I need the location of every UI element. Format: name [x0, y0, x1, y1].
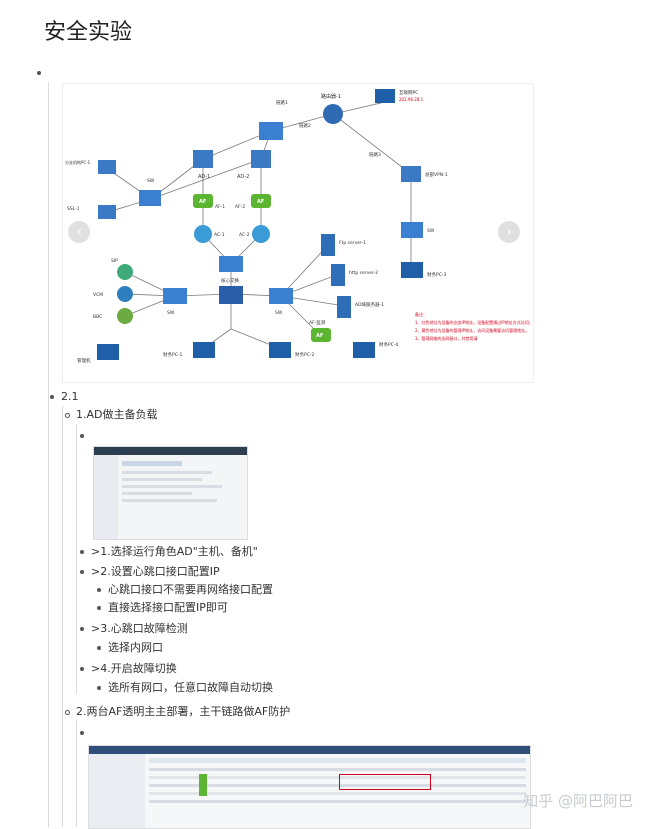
ad1-icon [193, 150, 213, 168]
router-label: 路由器-1 [321, 93, 341, 100]
list-item: 选择内网口 [97, 641, 163, 654]
carousel-next-button[interactable]: › [498, 221, 520, 243]
sw-label-3: SW [275, 310, 283, 316]
pc2-icon [269, 342, 291, 358]
ad-settings-screenshot [93, 446, 248, 540]
core-label: 核心交换 [221, 277, 239, 284]
list-item: >4.开启故障切换 [80, 662, 177, 675]
mgmt-pc-label: 管理机 [77, 357, 91, 364]
list-item: 2.两台AF透明主主部署，主干链路做AF防护 [64, 705, 291, 718]
sw-label-2: SW [167, 310, 175, 316]
ad-server-label: AD域服务器-1 [355, 301, 384, 308]
ssl-icon [98, 205, 116, 219]
pc4-icon [353, 342, 375, 358]
link1-label: 链路1 [276, 99, 288, 106]
left-switch-icon [139, 190, 161, 206]
note-line-1: 1、红色地址为设备的业务IP地址，设备配置通过IP地址方式访问； [415, 319, 533, 325]
mgmt-pc-icon [97, 344, 119, 360]
list-item: 直接选择接口配置IP即可 [97, 601, 228, 614]
branch-vpn-icon [98, 160, 116, 174]
internet-pc-label: 互联网PC [399, 89, 418, 96]
outline-guide [76, 424, 77, 694]
af-check-icon [311, 328, 331, 342]
outline-guide [76, 720, 77, 827]
sw-label-1: SW [147, 178, 155, 184]
outline-guide [62, 406, 63, 827]
right-switch-icon [401, 222, 423, 238]
section-label: 2.1 [50, 390, 79, 403]
list-item: 1.AD做主备负载 [65, 408, 158, 421]
internet-pc-ip: 202.96.28.1 [399, 97, 424, 102]
pc2-label: 财务PC-2 [295, 351, 314, 358]
sip-label: SIP [111, 258, 118, 264]
core-switch-icon [219, 256, 243, 272]
main-branch-label: 总部VPN-1 [425, 171, 448, 178]
link3-label: 链路3 [369, 151, 381, 158]
network-diagram: 路由器-1 互联网PC 202.96.28.1 链路1 链路2 链路3 AD-1… [62, 83, 534, 383]
network-topology-svg: 路由器-1 互联网PC 202.96.28.1 链路1 链路2 链路3 AD-1… [65, 89, 533, 364]
ad2-icon [251, 150, 271, 168]
core-icon [219, 286, 243, 304]
ad2-label: AD-2 [237, 174, 249, 180]
http-label: http server-2 [349, 270, 378, 276]
page-title: 安全实验 [44, 20, 133, 45]
note-title: 备注： [415, 311, 427, 317]
ftp-label: Ftp server-1 [339, 240, 366, 246]
router-icon [323, 104, 343, 124]
bbc-label: BBC [93, 314, 102, 320]
list-item: >3.心跳口故障检测 [80, 622, 188, 635]
internet-pc-icon [375, 89, 395, 103]
sw-right-icon [269, 288, 293, 304]
pc1-icon [193, 342, 215, 358]
list-item: 选所有网口，任意口故障自动切换 [97, 681, 273, 694]
pc4-label: 财务PC-4 [379, 341, 398, 348]
svg-text:AF: AF [199, 199, 206, 205]
sw-left-icon [163, 288, 187, 304]
af-deployment-screenshot [88, 745, 531, 829]
note-line-2: 2、黄色地址为设备的管理IP地址，访问设备需要访问管理地址。 [415, 327, 529, 333]
main-vpn-icon [401, 166, 421, 182]
ssl-label: SSL-1 [67, 206, 80, 212]
ac2-icon [252, 225, 270, 243]
note-line-3: 3、管理网络的出网接口，并禁用请 [415, 335, 478, 341]
http-server-icon [331, 264, 345, 286]
af2-label: AF-2 [235, 204, 245, 210]
ac2-label: AC-2 [239, 232, 250, 238]
sw-label-4: SW [427, 228, 435, 234]
vcm-icon [117, 286, 133, 302]
link2-label: 链路2 [299, 122, 311, 129]
af2-icon [251, 194, 271, 208]
ac1-label: AC-1 [214, 232, 225, 238]
vcm-label: VCM [93, 292, 103, 298]
top-switch-icon [259, 122, 283, 140]
sip-icon [117, 264, 133, 280]
ad1-label: AD-1 [198, 174, 210, 180]
bbc-icon [117, 308, 133, 324]
list-item: >2.设置心跳口接口配置IP [80, 565, 220, 578]
list-item: >1.选择运行角色AD"主机、备机" [80, 545, 258, 558]
list-item: 心跳口接口不需要再网络接口配置 [97, 583, 273, 596]
af1-icon [193, 194, 213, 208]
outline-guide [48, 82, 49, 827]
ftp-server-icon [321, 234, 335, 256]
ac1-icon [194, 225, 212, 243]
svg-text:AF: AF [316, 333, 323, 339]
ad-server-icon [337, 296, 351, 318]
carousel-prev-button[interactable]: ‹ [68, 221, 90, 243]
pc3-icon [401, 262, 423, 278]
pc3-label: 财务PC-3 [427, 271, 446, 278]
af-check-label: AF-监测 [309, 319, 326, 326]
svg-text:AF: AF [257, 199, 264, 205]
af1-label: AF-1 [215, 204, 225, 210]
pc1-label: 财务PC-1 [163, 351, 182, 358]
watermark: 知乎 @阿巴阿巴 [523, 792, 633, 810]
branch-pc-label: 分支机构PC-1 [65, 159, 91, 165]
